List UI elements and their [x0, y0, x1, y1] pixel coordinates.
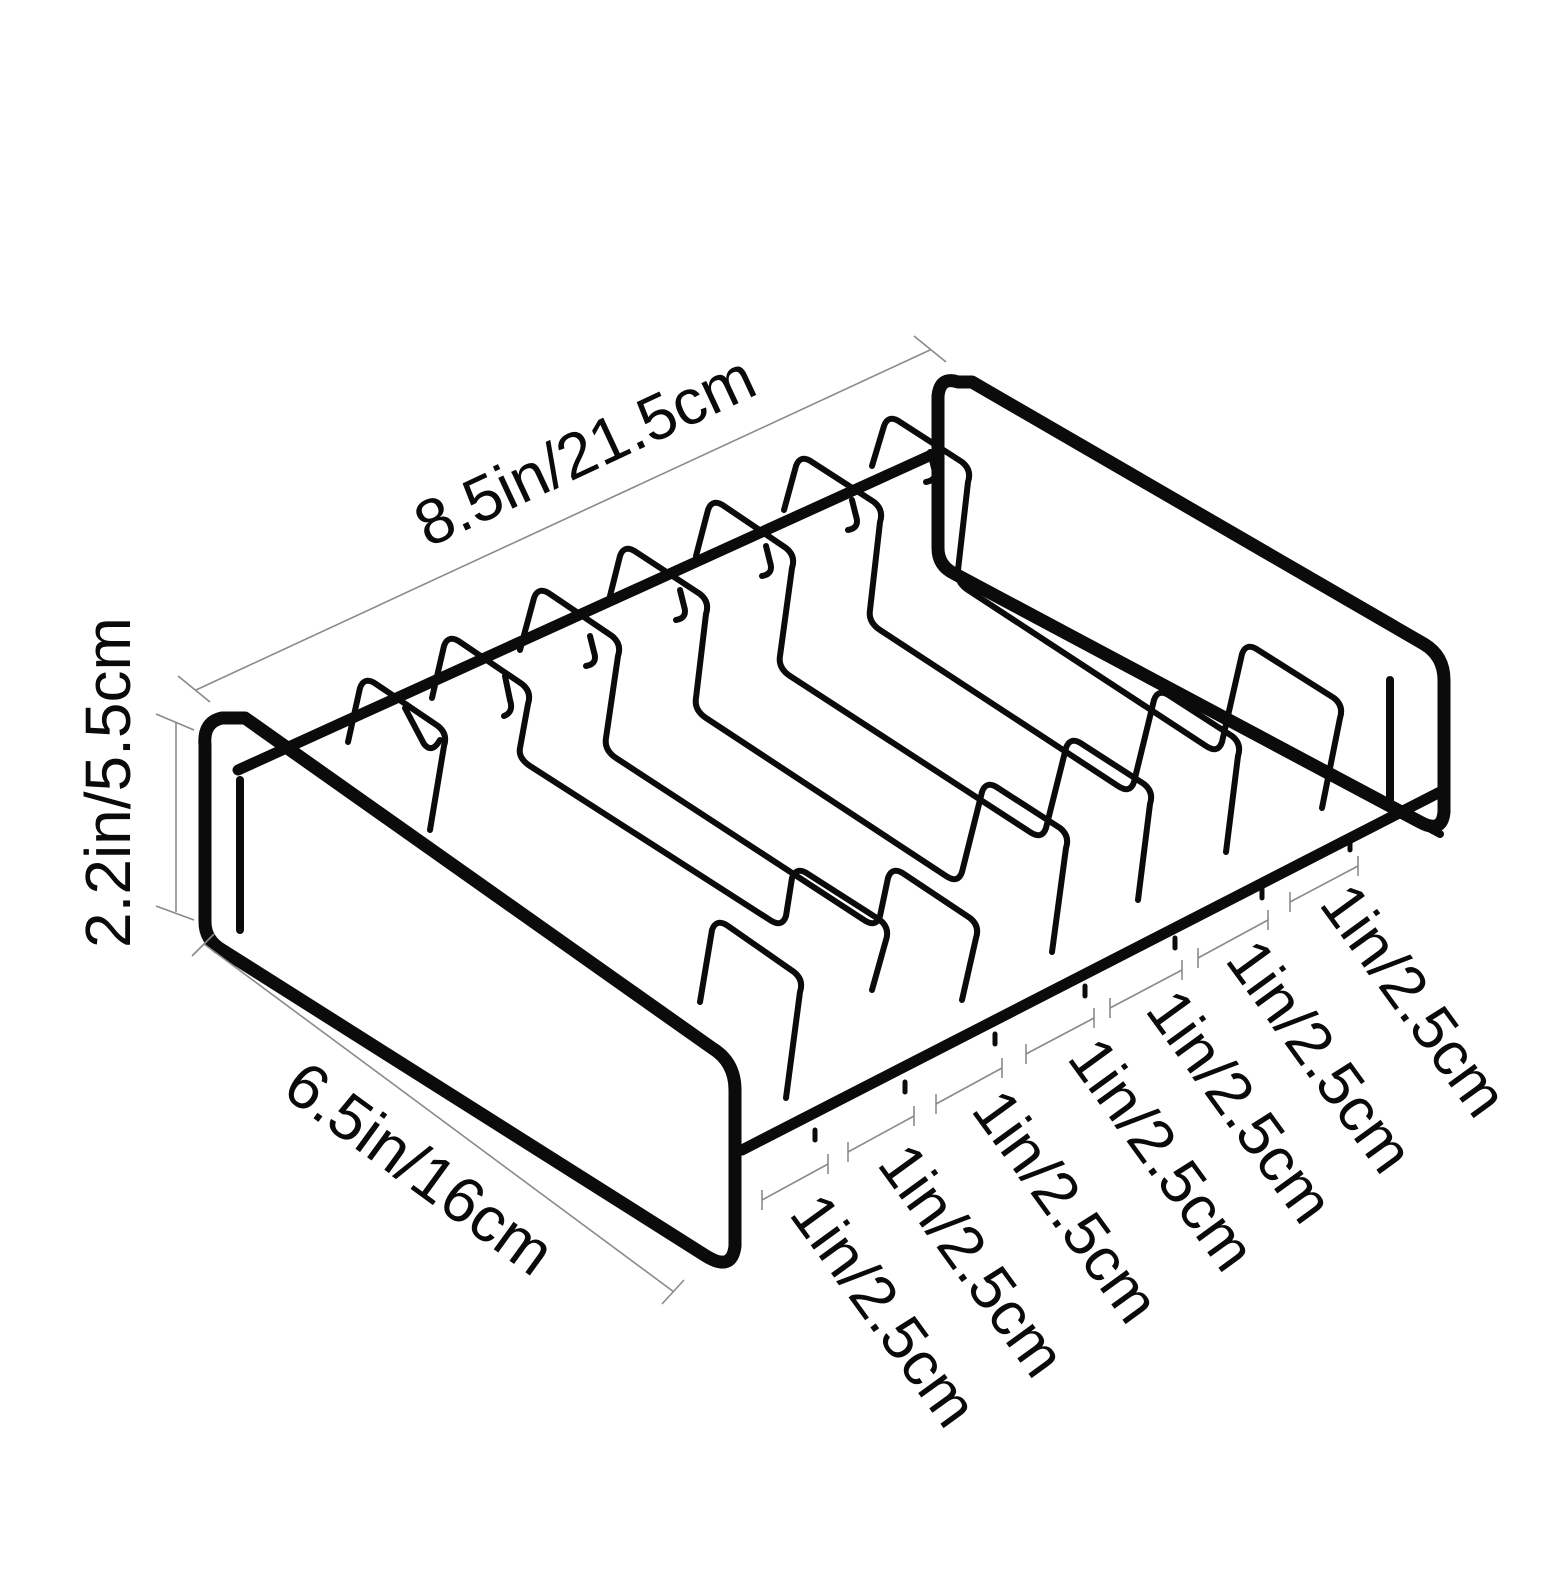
dimension-lines [155, 335, 1359, 1305]
width-label: 6.5in/16cm [272, 1047, 568, 1289]
height-label: 2.2in/5.5cm [72, 617, 144, 948]
wire-dividers [345, 415, 1345, 1101]
front-rail-stubs [812, 837, 1353, 1143]
